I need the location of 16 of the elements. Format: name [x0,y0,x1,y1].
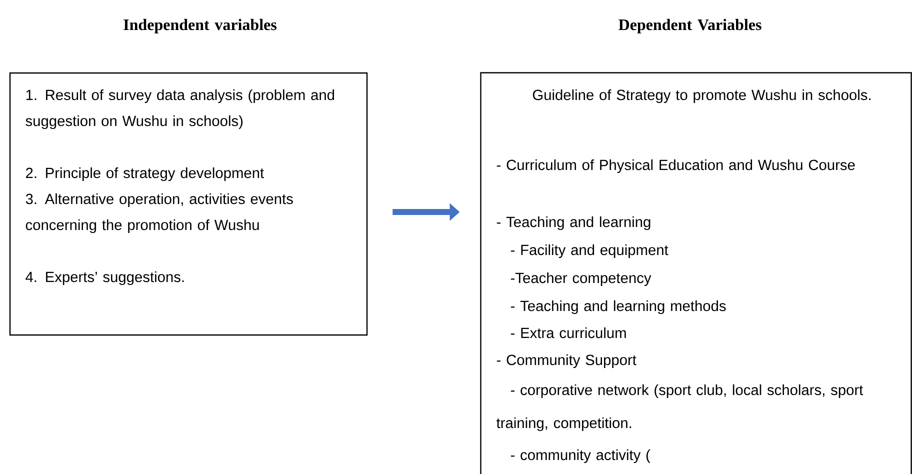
list-item: 2. Principle of strategy development [26,167,264,182]
list-item: 3. Alternative operation, activities events concerning the promotion of Wushu [26,193,293,234]
box-heading: Guideline of Strategy to promote Wushu in schools. [532,89,870,104]
list-item: 4. Experts’ suggestions. [26,271,184,286]
list-item: - Curriculum of Physical Education and Wushu Course [496,159,855,174]
list-item: 1. Result of survey data analysis (problem and suggestion on Wushu in schools) [26,89,334,130]
list-item: - corporative network (sport club, local scholars, sport training, competition. [496,384,864,432]
column-heading: Dependent Variables [618,18,762,34]
list-item: - Community Support [496,354,636,368]
list-item: - Extra curriculum [510,327,626,338]
list-item: - community activity ( [510,449,650,464]
list-item: - Teaching and learning methods [510,300,726,314]
list-item: - Teaching and learning [496,216,650,230]
list-item: - Facility and equipment [510,244,668,258]
column-heading: Independent variables [124,18,276,34]
list-item: -Teacher competency [510,272,652,286]
